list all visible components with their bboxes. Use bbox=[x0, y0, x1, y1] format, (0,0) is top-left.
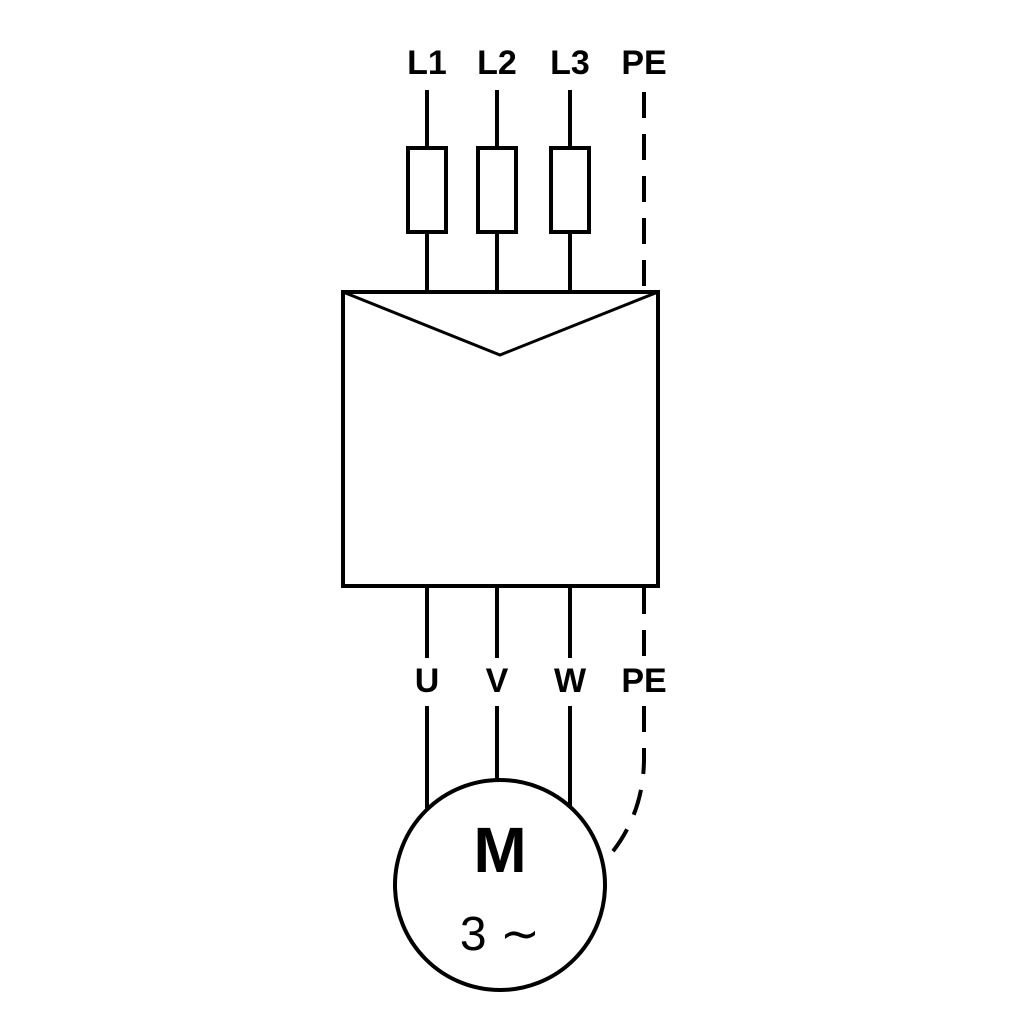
label-pe-bottom: PE bbox=[621, 662, 666, 700]
label-l1: L1 bbox=[407, 44, 447, 82]
converter-chevron-symbol bbox=[342, 290, 659, 357]
motor-label: M bbox=[473, 814, 526, 886]
label-l3: L3 bbox=[550, 44, 590, 82]
converter-box bbox=[341, 290, 660, 588]
fuse-l1 bbox=[406, 146, 448, 234]
fuse-l3 bbox=[549, 146, 591, 234]
motor-phase-label: 3 ∼ bbox=[460, 908, 540, 961]
label-l2: L2 bbox=[477, 44, 517, 82]
fuse-l2 bbox=[476, 146, 518, 234]
label-v: V bbox=[486, 662, 509, 700]
label-u: U bbox=[415, 662, 440, 700]
motor-circle bbox=[393, 778, 607, 992]
label-w: W bbox=[554, 662, 587, 700]
label-pe-top: PE bbox=[621, 44, 666, 82]
pe-conductor-lower bbox=[602, 706, 646, 864]
